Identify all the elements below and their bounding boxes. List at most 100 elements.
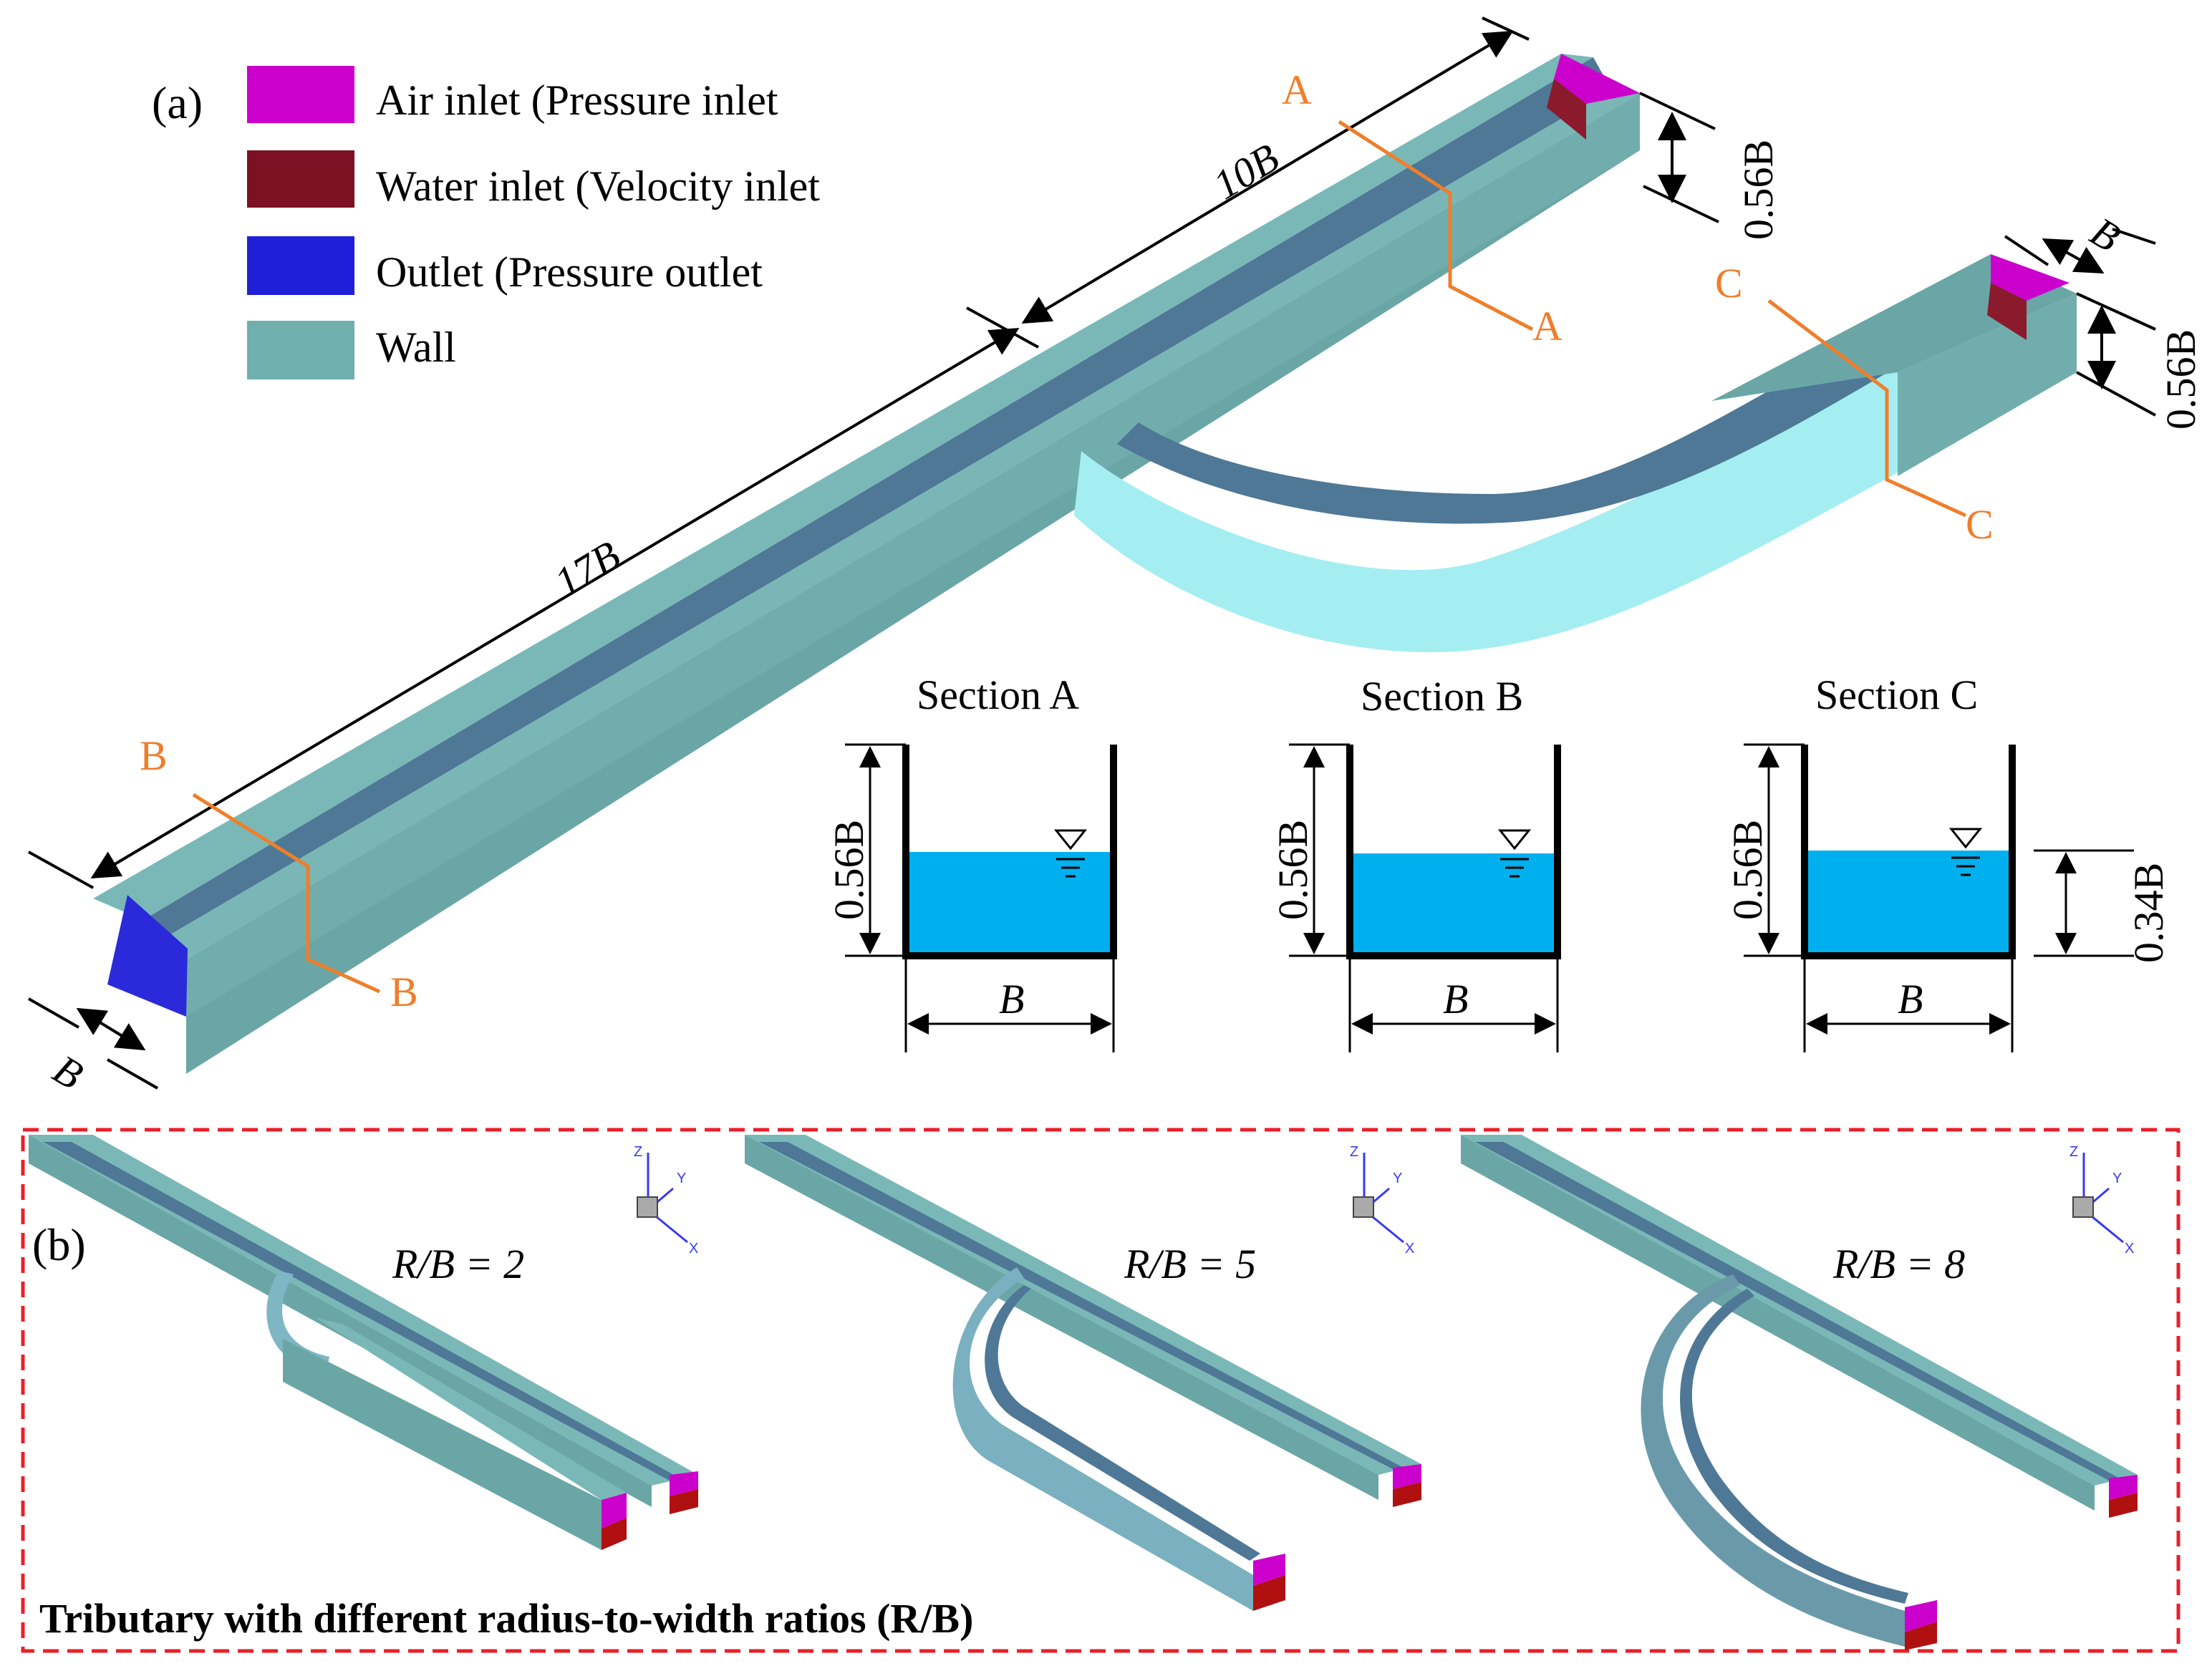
dim-17b-ext-1 (966, 306, 1039, 349)
legend-label-outlet: Outlet (Pressure outlet (376, 248, 763, 296)
case-3-trib-water (1905, 1622, 1937, 1650)
section-b-water (1350, 853, 1557, 956)
section-c-dims (1744, 743, 2134, 1052)
section-b-dims (1289, 743, 1559, 1052)
dimensions (28, 16, 2156, 1090)
dim-trib-width-ext-2 (2112, 228, 2156, 245)
section-c-width-label: B (1898, 976, 1923, 1022)
dim-outlet-width-ext-2 (107, 1058, 158, 1090)
legend-swatch-outlet (247, 236, 354, 295)
dim-10b-label: 10B (1205, 134, 1287, 208)
case-3-tributary-bend (1641, 1274, 1905, 1647)
case-rb-5: R/B = 5 (745, 1135, 1421, 1611)
axis-3-y: Y (2112, 1171, 2122, 1186)
axis-1-z: Z (634, 1144, 642, 1160)
case-2-main-channel (759, 1142, 1404, 1469)
dim-trib-width-ext-1 (2004, 235, 2049, 266)
section-a-height-label: 0.56B (826, 820, 872, 920)
tributary-arm-top (1711, 254, 2077, 401)
dim-outlet-width-label: B (45, 1045, 91, 1098)
section-b-water-symbol (1497, 829, 1532, 878)
section-b: Section B 0.56B B (1270, 673, 1561, 1052)
section-c: Section C 0.56B B 0.34B (1724, 672, 2172, 1052)
section-b-title: Section B (1361, 673, 1523, 720)
cut-label-b-bottom: B (390, 969, 418, 1015)
dim-trib-width-label: B (2082, 208, 2128, 261)
panel-b-border (21, 1128, 2180, 1653)
section-a-dims (845, 743, 1115, 1052)
cut-label-a-bottom: A (1532, 303, 1563, 349)
cut-line-b (192, 793, 381, 994)
case-2-main-water (1393, 1482, 1421, 1507)
case-2-main-side (745, 1135, 1378, 1500)
dim-trib-height-label: 0.56B (2158, 329, 2204, 430)
section-a-water (906, 852, 1114, 956)
dim-main-height-label: 0.56B (1735, 140, 1782, 240)
dim-trib-height-ext-2 (2076, 371, 2156, 417)
case-rb-2: R/B = 2 (29, 1135, 698, 1550)
dim-17b-ext-2 (28, 851, 94, 889)
dim-main-height-ext-1 (1639, 92, 1716, 130)
section-a: Section A 0.56B B (826, 672, 1117, 1052)
section-c-height-label: 0.56B (1724, 820, 1771, 920)
section-b-walls (1346, 745, 1561, 959)
dim-trib-height-ext-1 (2076, 292, 2156, 331)
case-3-main-channel (1475, 1142, 2120, 1481)
legend-swatch-water-inlet (247, 150, 354, 208)
axis-1-x: X (689, 1241, 698, 1256)
dim-outlet-width-arrow (76, 1007, 146, 1051)
dim-10b-ext-1 (1482, 16, 1530, 41)
panel-a-label: (a) (152, 77, 203, 128)
case-3-main-side (1461, 1135, 2095, 1511)
dim-trib-width-arrow (2042, 238, 2105, 273)
section-a-title: Section A (917, 672, 1079, 718)
cut-label-c-top: C (1715, 260, 1743, 306)
case-1-main-air (670, 1471, 698, 1496)
case-1-trib-water (602, 1518, 627, 1550)
legend-swatch-air-inlet (247, 66, 354, 123)
cut-line-a (1338, 120, 1534, 331)
panel-b-label: (b) (32, 1219, 86, 1270)
panel-b: (b) R/B = 2 R/B = 5 (21, 1128, 2180, 1653)
main-air-inlet (1554, 54, 1640, 104)
panel-b-caption: Tributary with different radius-to-width… (39, 1595, 973, 1642)
case-2-main-air (1393, 1464, 1421, 1489)
axis-triad-2 (1353, 1153, 1404, 1244)
tributary-channel-floor (1117, 308, 1948, 524)
case-1-label: R/B = 2 (392, 1241, 524, 1287)
axis-2-x: X (1405, 1241, 1414, 1256)
tributary-air-inlet (1991, 254, 2069, 301)
section-b-height-label: 0.56B (1270, 820, 1316, 920)
axis-2-y: Y (1393, 1171, 1402, 1186)
case-1-trib-top (315, 1317, 627, 1500)
section-c-water (1805, 851, 2012, 956)
section-c-title: Section C (1815, 672, 1978, 718)
legend-label-wall: Wall (376, 324, 456, 371)
case-2-tributary-bend (952, 1267, 1253, 1611)
case-1-main-channel (43, 1142, 680, 1481)
case-1-trib-side (283, 1339, 602, 1550)
legend-label-air-inlet: Air inlet (Pressure inlet (376, 77, 778, 124)
legend-label-water-inlet: Water inlet (Velocity inlet (376, 163, 820, 210)
section-c-water-symbol (1948, 828, 1983, 876)
section-a-width-label: B (999, 976, 1024, 1022)
section-b-width-label: B (1443, 976, 1468, 1022)
legend-swatch-wall (247, 321, 354, 379)
tributary-water-inlet (1987, 283, 2027, 340)
cut-lines (192, 120, 1967, 994)
cut-line-c (1767, 299, 1967, 518)
tributary (1074, 254, 2077, 653)
case-2-trib-water (1253, 1575, 1285, 1611)
tributary-arm-side (1898, 294, 2077, 476)
axis-3-x: X (2125, 1241, 2134, 1256)
case-1-trib-air (602, 1493, 627, 1529)
case-rb-8: R/B = 8 (1461, 1135, 2138, 1650)
dim-17b-arrow (90, 327, 1020, 879)
cut-label-a-top: A (1282, 67, 1312, 113)
axis-1-y: Y (677, 1171, 686, 1186)
case-3-main-water (2109, 1493, 2138, 1518)
case-3-label: R/B = 8 (1832, 1241, 1965, 1287)
section-a-water-symbol (1053, 829, 1088, 878)
case-1-tributary-bend (266, 1271, 329, 1375)
